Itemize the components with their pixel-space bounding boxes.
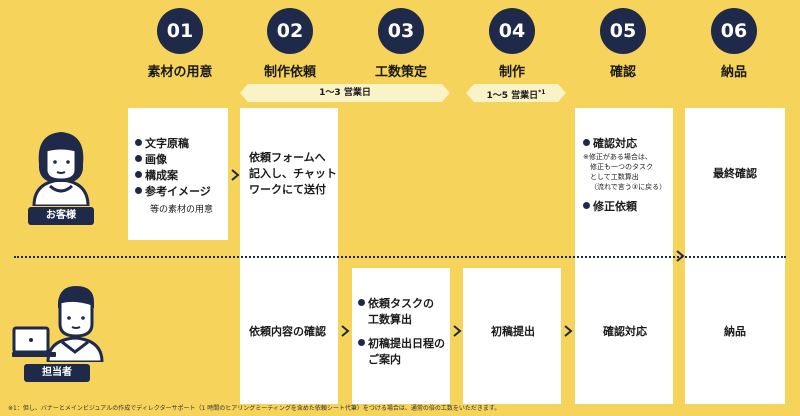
- duration-text: 1〜3 営業日: [319, 88, 371, 98]
- confirm-note-line: ※修正がある場合は、: [583, 153, 652, 161]
- request-text: 依頼フォームへ 記入し、チャット ワークにて送付: [249, 151, 337, 196]
- card-estimate: 依頼タスクの 工数算出 初稿提出日程の ご案内: [352, 268, 450, 404]
- staff-confirm-text: 確認対応: [603, 325, 647, 338]
- step-number: 01: [157, 8, 203, 54]
- step-05: 05 確認: [568, 8, 678, 80]
- estimate-item-line: 初稿提出日程の: [368, 337, 445, 350]
- chevron-right-icon: [674, 250, 686, 262]
- step-number: 03: [378, 8, 424, 54]
- chevron-right-icon: [562, 325, 574, 337]
- step-number: 04: [489, 8, 535, 54]
- step-06: 06 納品: [679, 8, 789, 80]
- confirm-item: 確認対応: [593, 137, 637, 150]
- step-title: 素材の用意: [147, 65, 213, 80]
- role-badge-customer: お客様: [28, 207, 94, 225]
- row-divider: [14, 256, 786, 258]
- confirm-item: 修正依頼: [593, 200, 637, 213]
- duration-ribbon-production: 1〜5 営業日*1: [466, 84, 566, 102]
- card-draft: 初稿提出: [463, 268, 561, 404]
- step-title: 工数策定: [374, 65, 427, 80]
- confirm-note-line: 修正も一つのタスク: [590, 163, 653, 171]
- draft-text: 初稿提出: [491, 325, 535, 338]
- step-title: 制作: [498, 65, 525, 80]
- customer-avatar-icon: [26, 126, 96, 208]
- step-title: 確認: [609, 65, 636, 80]
- estimate-item-line: 工数算出: [368, 313, 412, 326]
- step-02: 02 制作依頼: [235, 8, 345, 80]
- confirm-note-line: （流れで言う③に戻る）: [590, 183, 667, 191]
- list-item: 文字原稿: [135, 136, 211, 152]
- step-number: 05: [600, 8, 646, 54]
- step-03: 03 工数策定: [346, 8, 456, 80]
- staff-check-text: 依頼内容の確認: [249, 325, 326, 338]
- delivery-text: 納品: [724, 325, 746, 338]
- card-materials: 文字原稿 画像 構成案 参考イメージ 等の素材の用意: [128, 108, 228, 240]
- estimate-block: 依頼タスクの 工数算出 初稿提出日程の ご案内: [358, 296, 445, 368]
- step-01: 01 素材の用意: [125, 8, 235, 80]
- footnote: ※1：但し、バナーとメインビジュアルの作成でディレクターサポート（1 時間のヒア…: [8, 405, 501, 412]
- materials-list: 文字原稿 画像 構成案 参考イメージ: [135, 136, 211, 200]
- step-title: 納品: [720, 65, 747, 80]
- list-item: 画像: [135, 152, 211, 168]
- chevron-right-icon: [451, 325, 463, 337]
- step-title: 制作依頼: [263, 65, 316, 80]
- chevron-right-icon: [229, 169, 241, 181]
- materials-suffix: 等の素材の用意: [150, 205, 214, 215]
- staff-avatar-icon: [12, 282, 116, 364]
- step-04: 04 制作: [457, 8, 567, 80]
- footnote-mark: *1: [538, 89, 546, 96]
- estimate-item-line: 依頼タスクの: [368, 297, 434, 310]
- step-number: 06: [711, 8, 757, 54]
- role-badge-staff: 担当者: [24, 364, 90, 382]
- final-check-text: 最終確認: [713, 167, 757, 180]
- estimate-item-line: ご案内: [368, 353, 401, 366]
- chevron-right-icon: [339, 325, 351, 337]
- confirm-block: 確認対応 ※修正がある場合は、 修正も一つのタスク として工数算出 （流れで言う…: [583, 136, 666, 215]
- step-number: 02: [267, 8, 313, 54]
- confirm-note-line: として工数算出: [590, 173, 639, 181]
- list-item: 構成案: [135, 168, 211, 184]
- duration-ribbon-request-estimate: 1〜3 営業日: [240, 84, 450, 102]
- duration-text: 1〜5 営業日: [486, 91, 539, 101]
- list-item: 参考イメージ: [135, 184, 211, 200]
